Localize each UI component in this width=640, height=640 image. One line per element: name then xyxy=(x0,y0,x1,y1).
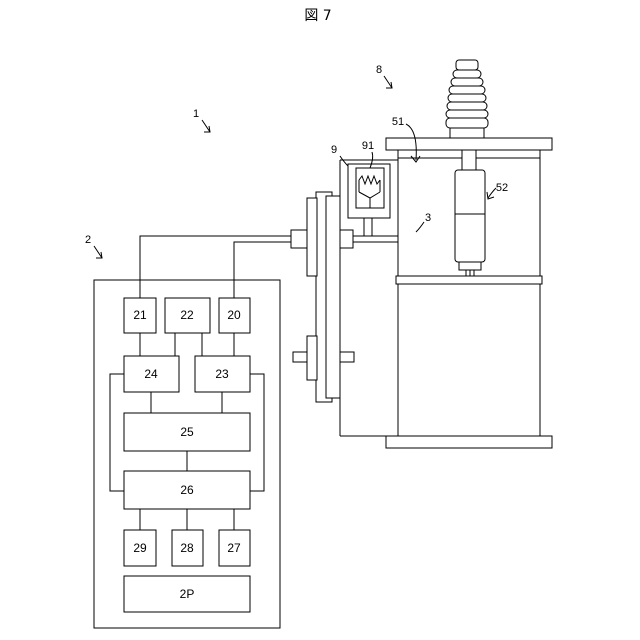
ref-52: 52 xyxy=(496,182,508,194)
top-plate-outer xyxy=(386,138,552,150)
ref-1: 1 xyxy=(193,108,199,120)
block-2p-label: 2P xyxy=(180,587,195,601)
block-24-label: 24 xyxy=(144,367,158,381)
block-25-label: 25 xyxy=(180,425,194,439)
ref-51: 51 xyxy=(392,116,404,128)
flange-inner xyxy=(326,196,340,398)
feedthrough-right xyxy=(340,230,353,248)
leader-2 xyxy=(94,246,102,258)
block-22-label: 22 xyxy=(180,308,194,322)
interrupter-52 xyxy=(455,170,485,262)
leader-1 xyxy=(202,120,210,132)
block-21-label: 21 xyxy=(133,308,147,322)
ref-2: 2 xyxy=(85,234,91,246)
bottom-plate xyxy=(386,436,552,448)
figure-title: 図 7 xyxy=(304,8,331,24)
interrupter-base xyxy=(459,262,481,270)
feedthrough-left xyxy=(291,230,307,248)
ref-3: 3 xyxy=(425,212,431,224)
leader-9 xyxy=(340,156,348,166)
ref-8: 8 xyxy=(376,64,382,76)
block-23-label: 23 xyxy=(215,367,229,381)
mount-lug-right xyxy=(340,352,354,362)
insulator-bushing-8 xyxy=(446,60,488,138)
middle-plate xyxy=(396,276,542,284)
block-27-label: 27 xyxy=(227,541,241,555)
mount-lug-left xyxy=(293,352,307,362)
block-28-label: 28 xyxy=(180,541,194,555)
mount-lower xyxy=(307,336,317,380)
block-26-label: 26 xyxy=(180,483,194,497)
interrupter-top-stem xyxy=(462,150,476,170)
leader-8 xyxy=(384,76,392,88)
ref-9: 9 xyxy=(331,144,337,156)
block-20-label: 20 xyxy=(227,308,241,322)
block-29-label: 29 xyxy=(133,541,147,555)
ref-91: 91 xyxy=(362,140,374,152)
mount-upper xyxy=(307,198,317,276)
